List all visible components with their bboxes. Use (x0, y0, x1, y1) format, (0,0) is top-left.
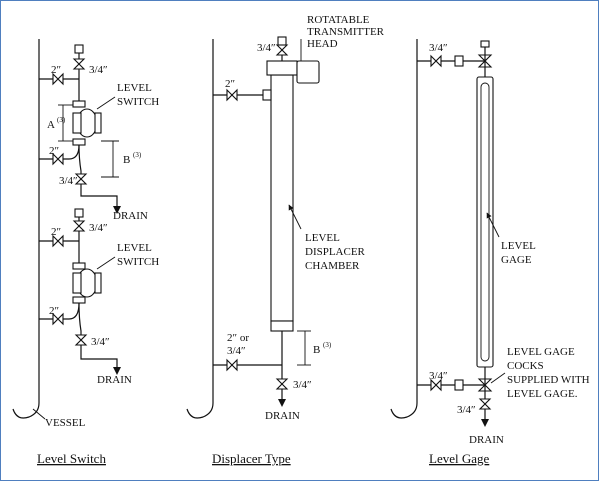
vessel-wall (12, 39, 40, 419)
cocks-label-3: SUPPLIED WITH (507, 374, 590, 386)
head-label-1: ROTATABLE (307, 14, 370, 26)
cocks-label-1: LEVEL GAGE (507, 346, 575, 358)
label-2in-or-3-4: 3/4″ (227, 345, 246, 357)
dim-b-note: (3) (133, 151, 142, 159)
label-3-4-bot-displacer: 3/4″ (293, 379, 312, 391)
chamber-label-3: CHAMBER (305, 260, 360, 272)
title-level-switch: Level Switch (37, 451, 106, 466)
cocks-label-4: LEVEL GAGE. (507, 388, 578, 400)
label-2in-displacer: 2″ (225, 78, 235, 90)
label-3-4-top-displacer: 3/4″ (257, 42, 276, 54)
level-gage-glass (476, 76, 494, 368)
label-2in-or: 2″ or (227, 332, 249, 344)
label-3-4-low: 3/4″ (89, 222, 108, 234)
valve-3-4-low-gage (430, 378, 442, 392)
dim-b-note-displacer: (3) (323, 341, 332, 349)
level-gage-section: 3/4″ LEVEL GAGE LEVEL GAGE COCKS SUPPLIE… (390, 39, 590, 466)
vent-cap-lower (74, 208, 84, 218)
valve-2in-mid (52, 152, 64, 166)
upper-switch-assembly (39, 44, 121, 214)
drain-label-2: DRAIN (97, 374, 132, 386)
transmitter-head (296, 60, 320, 84)
drain-label-displacer: DRAIN (265, 410, 300, 422)
label-3-4-mid: 3/4″ (59, 175, 78, 187)
level-switch-label-1b: SWITCH (117, 96, 159, 108)
level-switch-label-2a: LEVEL (117, 242, 152, 254)
dim-a-note: (3) (57, 116, 66, 124)
valve-2in-or-3-4 (226, 358, 238, 372)
head-label-3: HEAD (307, 38, 338, 50)
vent-valve-lower (72, 220, 86, 232)
chamber-label-1: LEVEL (305, 232, 340, 244)
drain-label-gage: DRAIN (469, 434, 504, 446)
label-2in-bot: 2″ (49, 305, 59, 317)
displacer-chamber (270, 74, 294, 322)
drain-valve-lower (74, 334, 88, 346)
vent-valve-upper (72, 58, 86, 70)
title-level-gage: Level Gage (429, 451, 490, 466)
head-label-2: TRANSMITTER (307, 26, 385, 38)
title-displacer-type: Displacer Type (212, 451, 291, 466)
valve-2in-displacer (226, 88, 238, 102)
level-switch-label-2b: SWITCH (117, 256, 159, 268)
drain-label-1: DRAIN (113, 210, 148, 222)
valve-2in-low (52, 234, 64, 248)
vessel-label: VESSEL (45, 417, 86, 429)
vent-cap-upper (74, 44, 84, 54)
label-3-4-bot-gage: 3/4″ (457, 404, 476, 416)
drain-valve-gage (478, 398, 492, 410)
vessel-wall-gage (390, 39, 418, 419)
vessel-pointer (32, 408, 46, 420)
displacer-section: ROTATABLE TRANSMITTER HEAD 3/4″ 2″ LEVEL… (186, 14, 385, 466)
level-switch-section: VESSEL (12, 39, 159, 466)
drain-valve-displacer (275, 378, 289, 390)
label-3-4-top-gage: 3/4″ (429, 42, 448, 54)
label-2in-mid: 2″ (49, 145, 59, 157)
label-3-4-low-gage: 3/4″ (429, 370, 448, 382)
dim-b-label: B (123, 154, 130, 166)
valve-2in-top (52, 72, 64, 86)
gage-label-1: LEVEL (501, 240, 536, 252)
level-switch-label-1a: LEVEL (117, 82, 152, 94)
label-2in-low: 2″ (51, 226, 61, 238)
vent-valve-displacer (275, 44, 289, 56)
drain-valve-upper (74, 173, 88, 185)
gage-label-2: GAGE (501, 254, 532, 266)
label-2in-top: 2″ (51, 64, 61, 76)
dim-a-label: A (47, 119, 55, 131)
valve-2in-bot (52, 312, 64, 326)
lower-switch-assembly (39, 208, 121, 375)
dim-b-label-displacer: B (313, 344, 320, 356)
label-3-4-top: 3/4″ (89, 64, 108, 76)
label-3-4-bot: 3/4″ (91, 336, 110, 348)
cocks-label-2: COCKS (507, 360, 544, 372)
chamber-label-2: DISPLACER (305, 246, 366, 258)
vessel-wall-displacer (186, 39, 214, 419)
valve-3-4-top-gage (430, 54, 442, 68)
